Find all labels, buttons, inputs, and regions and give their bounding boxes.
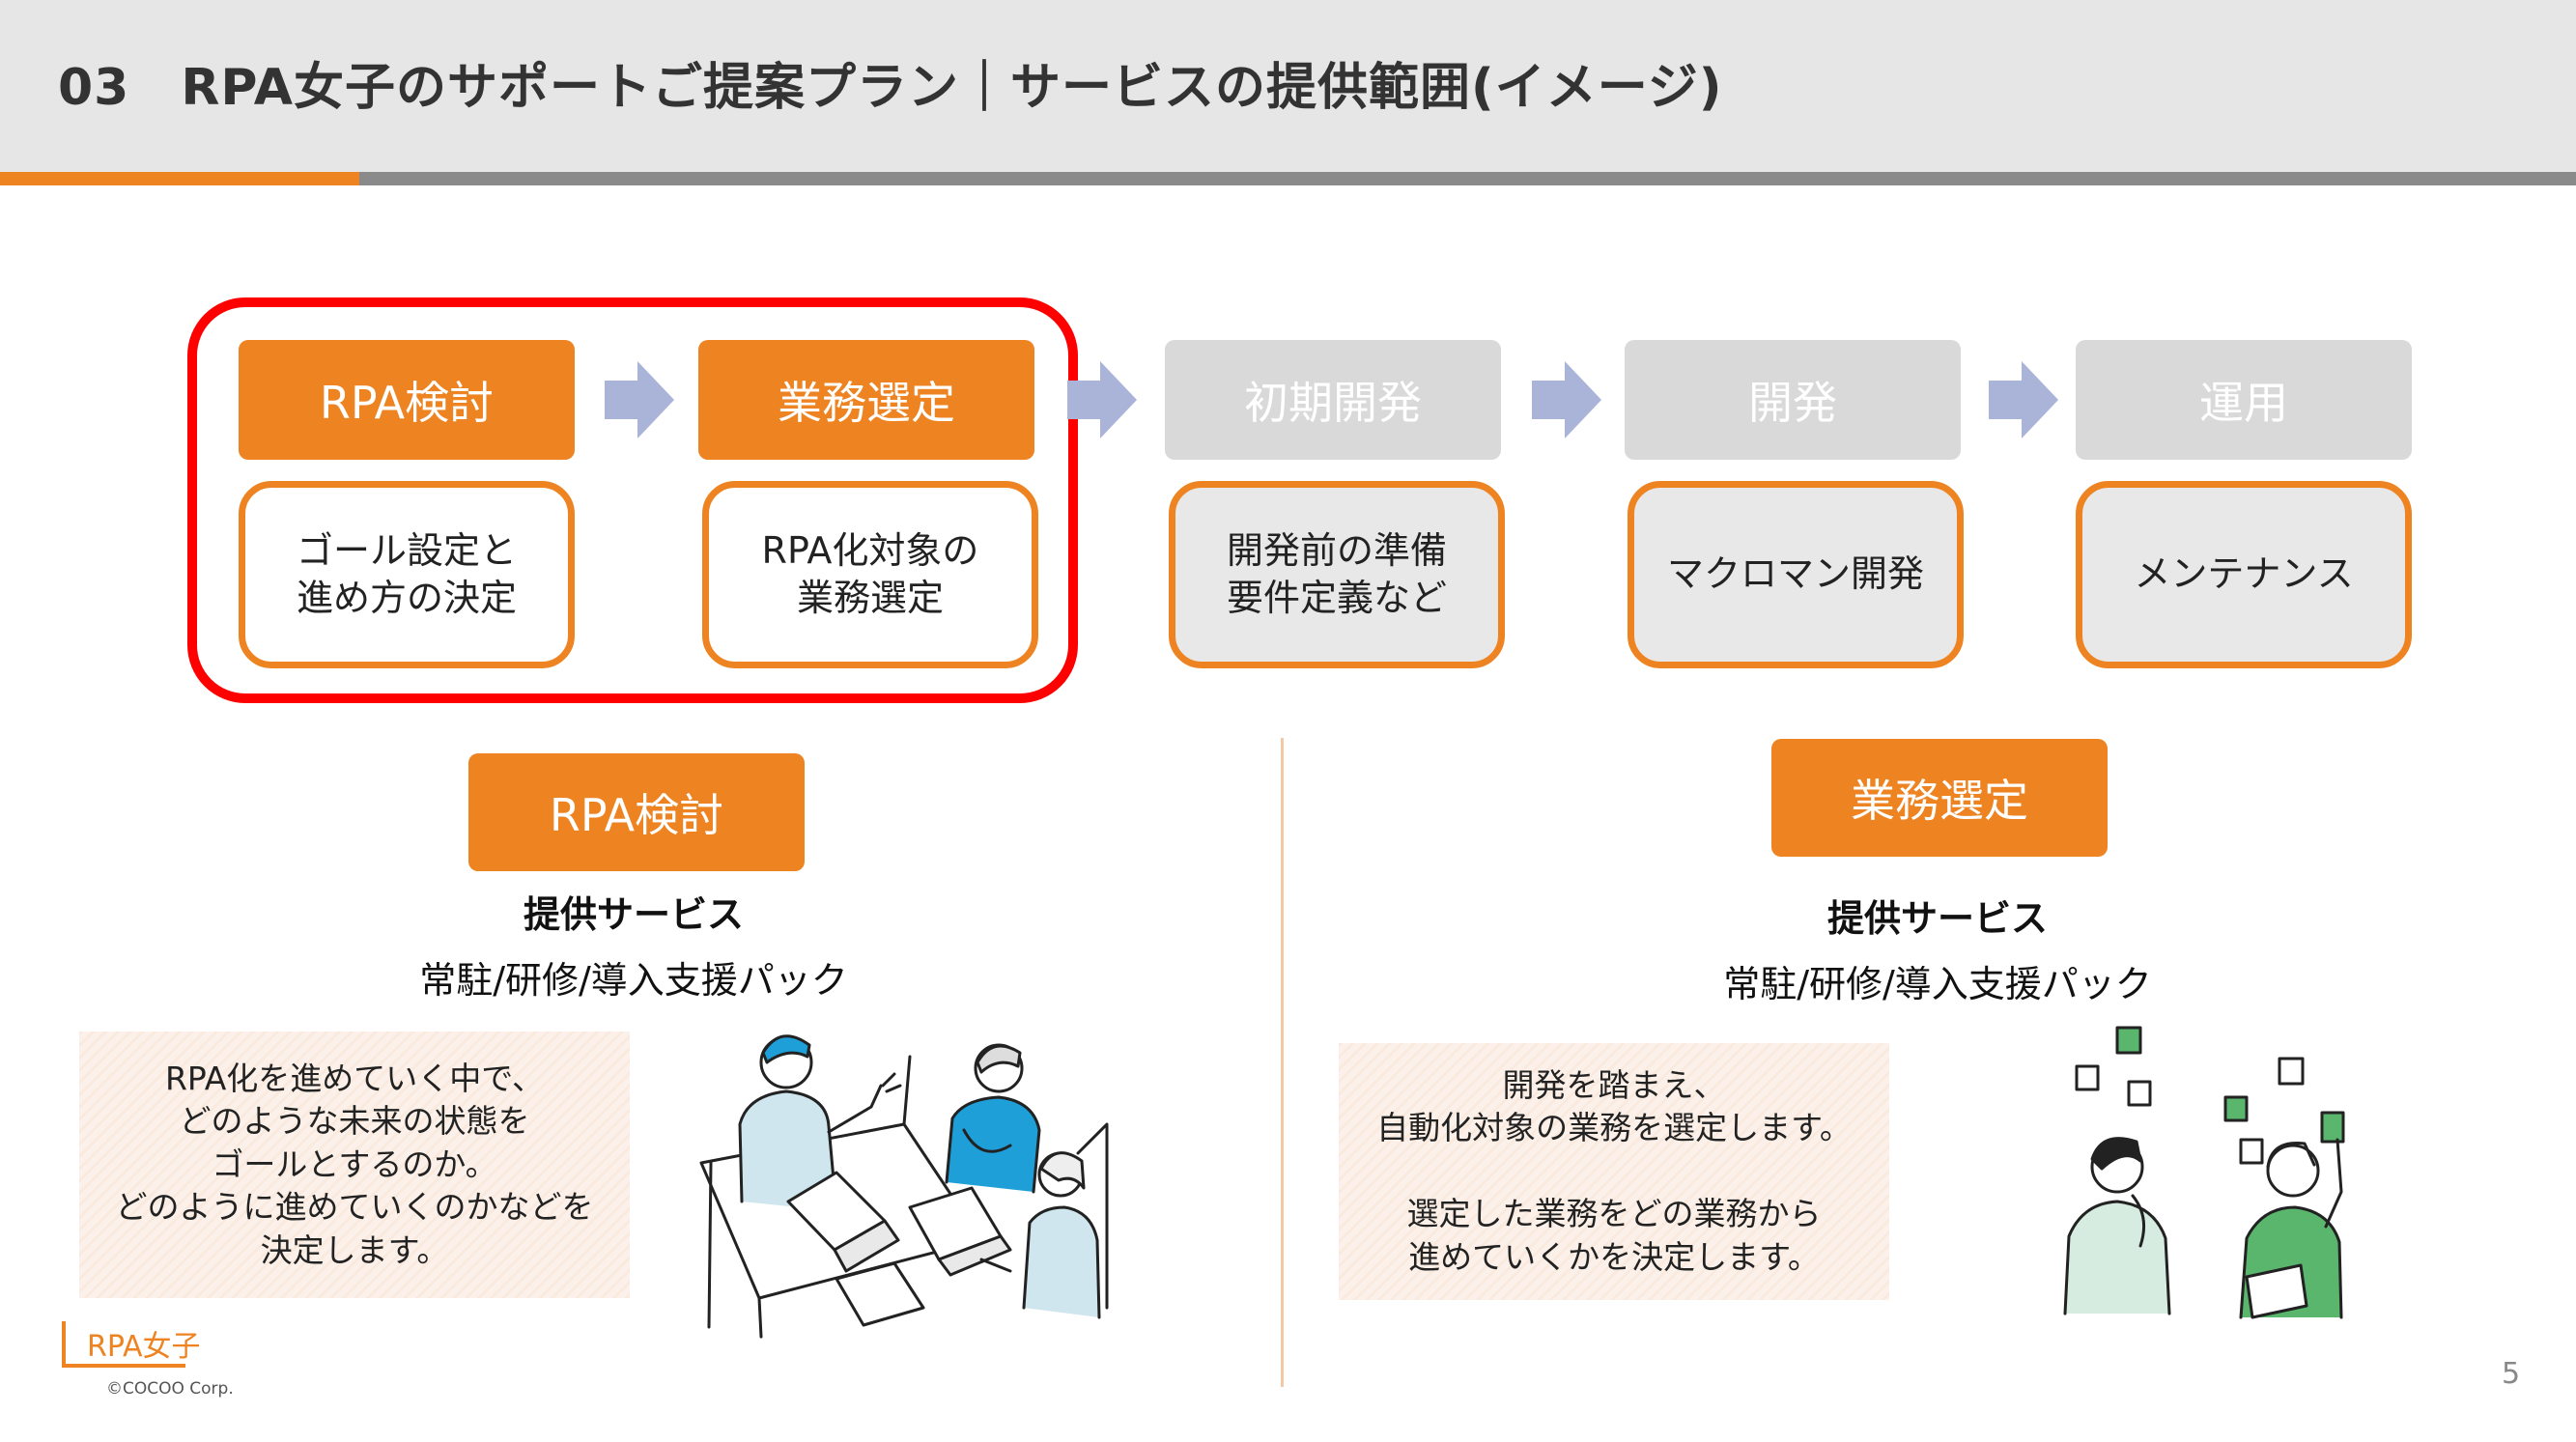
desc-rpa-review: ゴール設定と 進め方の決定: [239, 481, 575, 668]
desc-development: マクロマン開発: [1628, 481, 1964, 668]
step-rpa-review: RPA検討: [239, 340, 575, 460]
header-accent-bar: [0, 172, 359, 185]
section-label-task-selection: 業務選定: [1771, 739, 2108, 857]
scope-highlight-frame: [187, 297, 1078, 703]
step-initial-development: 初期開発: [1165, 340, 1501, 460]
task-selection-illustration-icon: [2063, 1026, 2345, 1319]
rpa-joshi-logo: RPA女子: [62, 1321, 201, 1368]
page-number: 5: [2502, 1357, 2521, 1391]
section-label-rpa-review: RPA検討: [468, 753, 805, 871]
step-development: 開発: [1625, 340, 1961, 460]
section-divider: [1281, 738, 1284, 1387]
slide-header: 03 RPA女子のサポートご提案プラン｜サービスの提供範囲(イメージ): [0, 0, 2576, 172]
copyright-text: ©COCOO Corp.: [106, 1379, 234, 1399]
arrow-right-icon: [1067, 361, 1137, 438]
meeting-illustration-icon: [699, 1034, 1109, 1339]
service-items: 常駐/研修/導入支援パック: [1723, 963, 2152, 1005]
arrow-right-icon: [1532, 361, 1601, 438]
note-rpa-review: RPA化を進めていく中で、 どのような未来の状態を ゴールとするのか。 どのよう…: [79, 1032, 630, 1298]
step-operation: 運用: [2076, 340, 2412, 460]
desc-task-selection: RPA化対象の 業務選定: [702, 481, 1038, 668]
page-title: 03 RPA女子のサポートご提案プラン｜サービスの提供範囲(イメージ): [58, 59, 1723, 117]
service-items: 常駐/研修/導入支援パック: [419, 959, 848, 1002]
step-task-selection: 業務選定: [698, 340, 1034, 460]
arrow-right-icon: [1989, 361, 2058, 438]
service-title: 提供サービス: [1826, 897, 2048, 940]
service-title: 提供サービス: [523, 893, 744, 936]
note-task-selection: 開発を踏まえ、 自動化対象の業務を選定します。 選定した業務をどの業務から 進め…: [1339, 1043, 1889, 1300]
desc-operation: メンテナンス: [2076, 481, 2412, 668]
arrow-right-icon: [605, 361, 674, 438]
logo-text: RPA女子: [87, 1330, 201, 1364]
desc-initial-development: 開発前の準備 要件定義など: [1169, 481, 1505, 668]
header-divider: [0, 172, 2576, 185]
